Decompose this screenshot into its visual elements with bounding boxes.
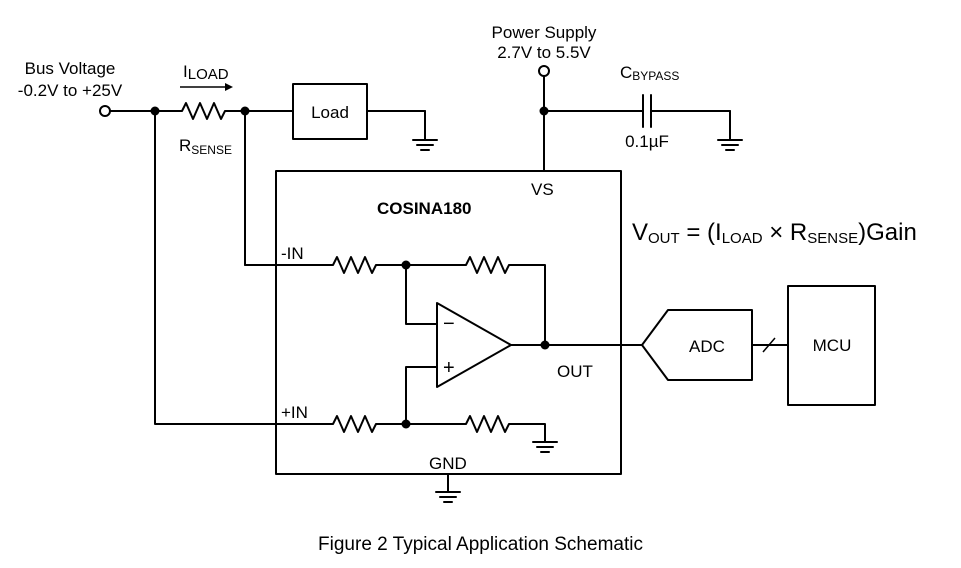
bus-slash <box>762 337 776 353</box>
feedback-resistor <box>405 256 546 346</box>
bypass-capacitor <box>642 94 652 128</box>
mcu-label: MCU <box>813 336 852 355</box>
opamp-triangle <box>436 302 512 388</box>
vout-formula: VOUT = (ILOAD × RSENSE)Gain <box>632 219 917 247</box>
input-resistor-minus <box>327 256 407 274</box>
load-label: Load <box>311 103 349 122</box>
in-plus-pin-label: +IN <box>281 403 308 422</box>
i-load-label: ILOAD <box>183 62 229 83</box>
power-supply-label: Power Supply <box>492 23 597 42</box>
mcu-block <box>787 285 876 406</box>
chip-name: COSINA180 <box>377 199 471 218</box>
vs-pin-label: VS <box>531 180 554 199</box>
out-pin-label: OUT <box>557 362 593 381</box>
c-bypass-value: 0.1µF <box>625 132 669 151</box>
bus-voltage-wiring <box>99 83 294 120</box>
junction-dot <box>540 340 550 350</box>
adc-label: ADC <box>689 337 725 356</box>
ground-icon <box>412 139 438 151</box>
gnd-pin-label: GND <box>429 454 467 473</box>
schematic-diagram: Bus Voltage -0.2V to +25V ILOAD RSENSE L… <box>18 23 917 503</box>
ground-resistor <box>405 415 546 443</box>
bus-voltage-label: Bus Voltage <box>25 59 116 78</box>
c-bypass-label: CBYPASS <box>620 63 679 83</box>
ground-icon <box>717 139 743 151</box>
r-sense-resistor <box>169 102 246 120</box>
in-minus-pin-label: -IN <box>281 244 304 263</box>
bus-voltage-range: -0.2V to +25V <box>18 81 123 100</box>
ground-icon <box>435 491 461 503</box>
input-resistor-plus <box>327 415 407 433</box>
bus-voltage-terminal <box>99 105 111 117</box>
opamp-plus-sign: + <box>443 357 455 379</box>
power-supply-range: 2.7V to 5.5V <box>497 43 591 62</box>
r-sense-label: RSENSE <box>179 136 232 157</box>
power-supply-terminal <box>538 65 550 77</box>
ground-icon <box>532 441 558 453</box>
opamp-minus-sign: − <box>443 313 455 335</box>
figure-caption: Figure 2 Typical Application Schematic <box>318 534 643 555</box>
